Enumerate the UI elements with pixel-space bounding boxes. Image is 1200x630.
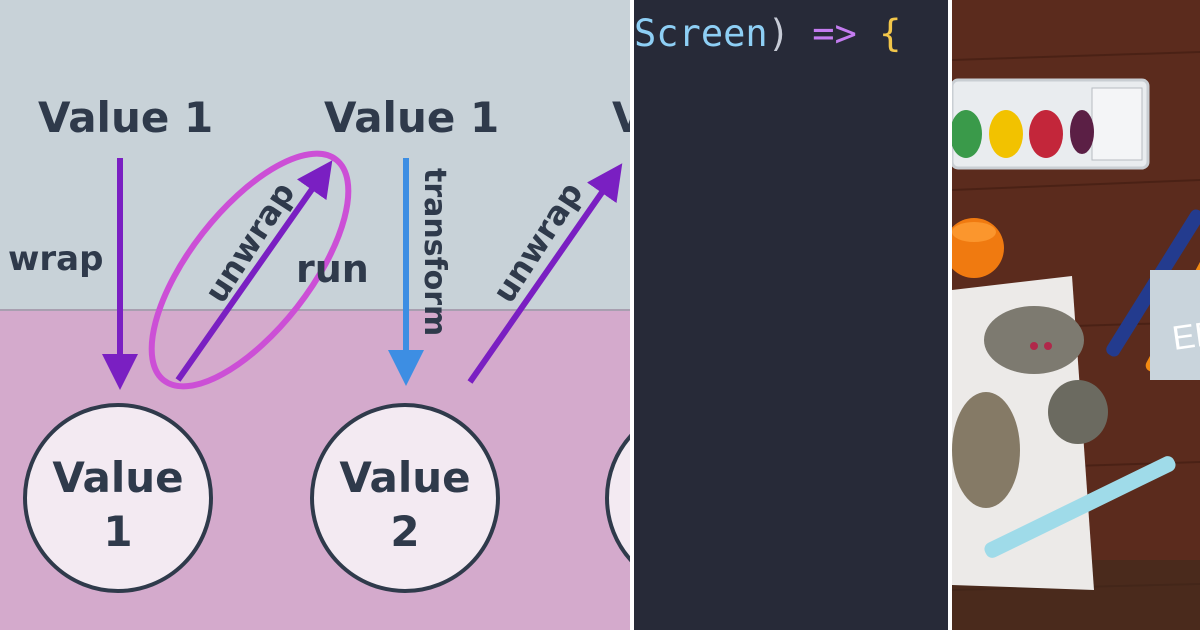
top-label-value-1: Value 1 xyxy=(38,93,213,142)
code-token-screen: Screen xyxy=(634,12,768,55)
painted-rocks xyxy=(952,306,1108,508)
code-token-space xyxy=(857,12,879,55)
unwrap-arrow-1 xyxy=(175,160,333,382)
run-label: run xyxy=(296,247,369,291)
value-circle-1 xyxy=(23,403,213,593)
diagram-panel: Value 1 Value 1 V wrap unwrap run transf… xyxy=(0,0,630,630)
crayon-box: ED xyxy=(1150,270,1200,380)
wrap-label: wrap xyxy=(8,239,103,279)
top-label-value-cropped: V xyxy=(612,93,630,142)
code-token-brace: { xyxy=(879,12,902,55)
top-label-value-1-second: Value 1 xyxy=(324,93,499,142)
paint-tray xyxy=(952,78,1150,170)
craft-photo-canvas: ED xyxy=(952,0,1200,630)
orange-cap xyxy=(952,218,1004,278)
code-token-arrow: => xyxy=(812,12,857,55)
diagram-canvas: Value 1 Value 1 V wrap unwrap run transf… xyxy=(0,0,630,630)
transform-label: transform xyxy=(417,168,452,336)
box-printed-text: ED xyxy=(1170,314,1200,358)
code-token-paren: ) xyxy=(767,12,813,55)
value-circle-1-line2: 1 xyxy=(103,507,132,556)
highlight-ellipse xyxy=(148,150,352,390)
value-circle-2-line2: 2 xyxy=(390,507,419,556)
craft-photo: ED xyxy=(952,0,1200,630)
code-line: Screen) => { xyxy=(634,12,901,56)
value-circle-3-cropped xyxy=(605,433,630,563)
value-circle-1-line1: Value xyxy=(52,453,183,502)
code-panel: Screen) => { xyxy=(634,0,948,630)
value-circle-2 xyxy=(310,403,500,593)
value-circle-2-line1: Value xyxy=(339,453,470,502)
unwrap-arrow-2 xyxy=(467,163,623,384)
